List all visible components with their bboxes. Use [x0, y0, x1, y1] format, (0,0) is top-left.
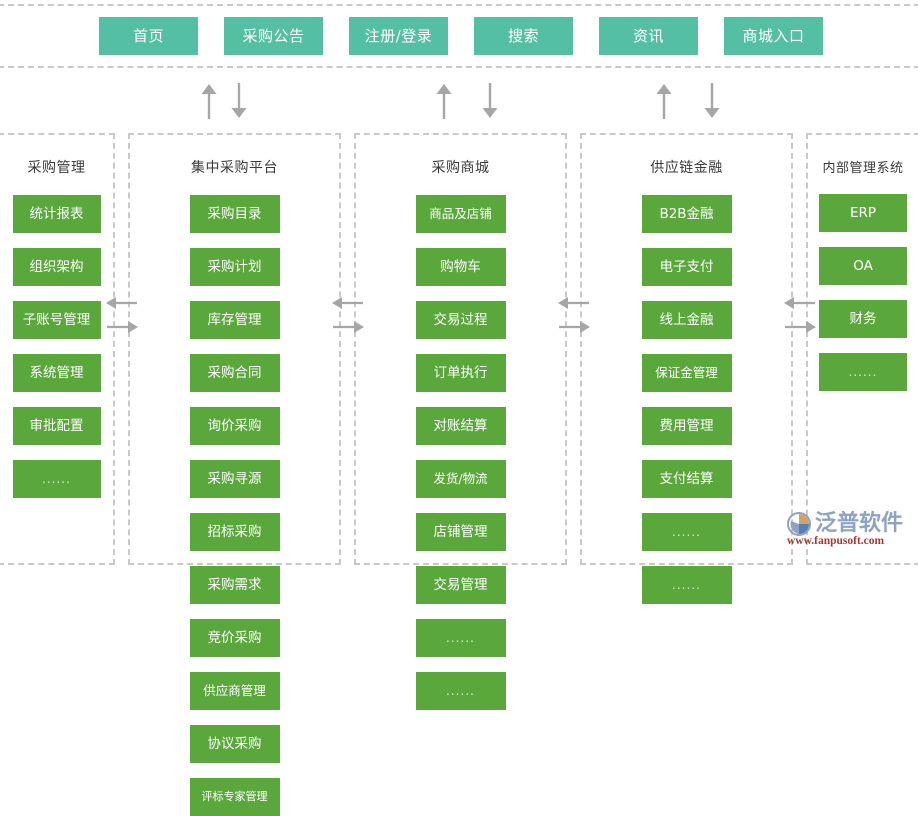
- tile-oa[interactable]: OA: [819, 247, 907, 285]
- arrow-left-icon: [330, 292, 366, 314]
- vertical-arrow-group-1: [198, 82, 260, 120]
- tile-transaction-process[interactable]: 交易过程: [415, 301, 506, 339]
- tile-shipping-logistics[interactable]: 发货/物流: [415, 460, 506, 498]
- arrow-right-icon: [782, 316, 818, 338]
- arrow-down-icon: [701, 82, 723, 120]
- tile-procurement-demand[interactable]: 采购需求: [189, 566, 280, 604]
- tile-list: 商品及店铺 购物车 交易过程 订单执行 对账结算 发货/物流 店铺管理 交易管理…: [356, 195, 565, 710]
- arrow-down-icon: [228, 82, 250, 120]
- tile-list: 采购目录 采购计划 库存管理 采购合同 询价采购 采购寻源 招标采购 采购需求 …: [130, 195, 339, 816]
- column-title: 采购管理: [27, 160, 86, 176]
- column-title: 内部管理系统: [822, 161, 904, 176]
- tile-more[interactable]: ......: [12, 460, 101, 498]
- tile-inquiry-procurement[interactable]: 询价采购: [189, 407, 280, 445]
- tile-system-management[interactable]: 系统管理: [12, 354, 101, 392]
- tile-finance[interactable]: 财务: [819, 300, 907, 338]
- tile-store-management[interactable]: 店铺管理: [415, 513, 506, 551]
- tile-transaction-management[interactable]: 交易管理: [415, 566, 506, 604]
- nav-button-procurement-announcement[interactable]: 采购公告: [224, 17, 323, 55]
- horizontal-arrow-group-4: [782, 292, 818, 350]
- tile-deposit-management[interactable]: 保证金管理: [641, 354, 732, 392]
- diagram-canvas: 首页 采购公告 注册/登录 搜索 资讯 商城入口 采购管理: [0, 4, 918, 816]
- tile-competitive-bidding-procurement[interactable]: 竞价采购: [189, 619, 280, 657]
- column-procurement-mall: 采购商城 商品及店铺 购物车 交易过程 订单执行 对账结算 发货/物流 店铺管理…: [354, 133, 567, 710]
- tile-approval-configuration[interactable]: 审批配置: [12, 407, 101, 445]
- tile-bid-evaluation-expert-management[interactable]: 评标专家管理: [189, 778, 280, 816]
- column-internal-management-system: 内部管理系统 ERP OA 财务 ......: [806, 133, 918, 565]
- arrow-left-icon: [556, 292, 592, 314]
- nav-button-register-login[interactable]: 注册/登录: [349, 17, 448, 55]
- tile-electronic-payment[interactable]: 电子支付: [641, 248, 732, 286]
- arrow-left-icon: [782, 292, 818, 314]
- arrow-right-icon: [330, 316, 366, 338]
- arrow-left-icon: [104, 292, 140, 314]
- vertical-arrow-group-3: [653, 82, 723, 120]
- tile-more[interactable]: ......: [641, 513, 732, 551]
- tile-bidding-procurement[interactable]: 招标采购: [189, 513, 280, 551]
- arrow-down-icon: [479, 82, 501, 120]
- horizontal-arrow-group-1: [104, 292, 140, 350]
- tile-online-finance[interactable]: 线上金融: [641, 301, 732, 339]
- horizontal-arrow-group-2: [330, 292, 366, 350]
- arrow-up-icon: [198, 82, 220, 120]
- tile-supplier-management[interactable]: 供应商管理: [189, 672, 280, 710]
- tile-products-and-stores[interactable]: 商品及店铺: [415, 195, 506, 233]
- column-centralized-procurement-platform: 集中采购平台 采购目录 采购计划 库存管理 采购合同 询价采购 采购寻源 招标采…: [128, 133, 341, 816]
- column-title: 采购商城: [431, 160, 490, 176]
- top-navigation-band: 首页 采购公告 注册/登录 搜索 资讯 商城入口: [0, 4, 918, 68]
- nav-button-mall-entrance[interactable]: 商城入口: [724, 17, 823, 55]
- tile-list: B2B金融 电子支付 线上金融 保证金管理 费用管理 支付结算 ...... .…: [582, 195, 791, 604]
- tile-expense-management[interactable]: 费用管理: [641, 407, 732, 445]
- tile-agreement-procurement[interactable]: 协议采购: [189, 725, 280, 763]
- tile-order-execution[interactable]: 订单执行: [415, 354, 506, 392]
- tile-more[interactable]: ......: [415, 619, 506, 657]
- column-procurement-management: 采购管理 统计报表 组织架构 子账号管理 系统管理 审批配置 ......: [0, 133, 115, 565]
- column-title: 集中采购平台: [191, 160, 278, 176]
- arrow-right-icon: [556, 316, 592, 338]
- tile-sub-account-management[interactable]: 子账号管理: [12, 301, 101, 339]
- tile-list: 统计报表 组织架构 子账号管理 系统管理 审批配置 ......: [0, 195, 113, 498]
- nav-button-home[interactable]: 首页: [99, 17, 198, 55]
- horizontal-arrow-group-3: [556, 292, 592, 350]
- nav-button-news[interactable]: 资讯: [599, 17, 698, 55]
- tile-statistical-report[interactable]: 统计报表: [12, 195, 101, 233]
- tile-more[interactable]: ......: [415, 672, 506, 710]
- tile-procurement-catalog[interactable]: 采购目录: [189, 195, 280, 233]
- arrow-up-icon: [433, 82, 455, 120]
- tile-erp[interactable]: ERP: [819, 194, 907, 232]
- arrow-up-icon: [653, 82, 675, 120]
- tile-list: ERP OA 财务 ......: [808, 194, 918, 391]
- tile-inventory-management[interactable]: 库存管理: [189, 301, 280, 339]
- tile-procurement-contract[interactable]: 采购合同: [189, 354, 280, 392]
- vertical-arrow-group-2: [433, 82, 503, 120]
- tile-procurement-plan[interactable]: 采购计划: [189, 248, 280, 286]
- column-title: 供应链金融: [650, 160, 723, 176]
- tile-shopping-cart[interactable]: 购物车: [415, 248, 506, 286]
- tile-organization-structure[interactable]: 组织架构: [12, 248, 101, 286]
- tile-payment-settlement[interactable]: 支付结算: [641, 460, 732, 498]
- column-supply-chain-finance: 供应链金融 B2B金融 电子支付 线上金融 保证金管理 费用管理 支付结算 ..…: [580, 133, 793, 604]
- tile-more[interactable]: ......: [641, 566, 732, 604]
- arrow-right-icon: [104, 316, 140, 338]
- nav-button-search[interactable]: 搜索: [474, 17, 573, 55]
- tile-b2b-finance[interactable]: B2B金融: [641, 195, 732, 233]
- tile-procurement-sourcing[interactable]: 采购寻源: [189, 460, 280, 498]
- tile-reconciliation-settlement[interactable]: 对账结算: [415, 407, 506, 445]
- tile-more[interactable]: ......: [819, 353, 907, 391]
